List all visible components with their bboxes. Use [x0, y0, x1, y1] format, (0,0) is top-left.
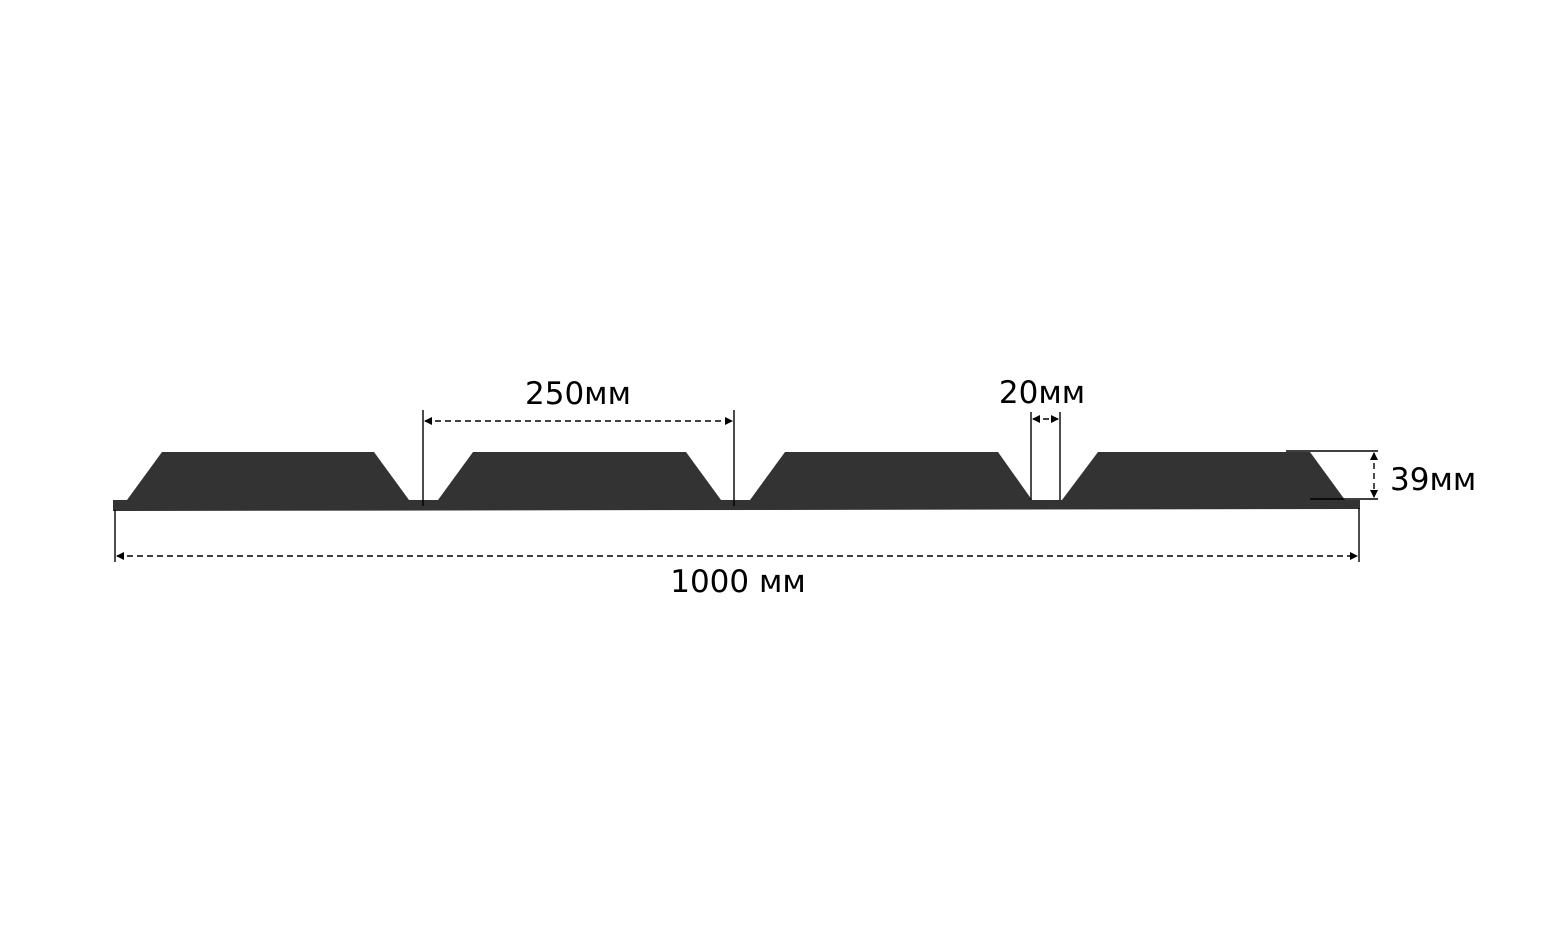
- gap-width-label: 20мм: [999, 375, 1085, 411]
- total-length-label: 1000 мм: [670, 564, 806, 600]
- panel-profile-shape: [113, 452, 1360, 511]
- dimension-gap-width: 20мм: [999, 375, 1085, 500]
- panel-profile: [113, 452, 1360, 511]
- dimension-total-length: 1000 мм: [114, 508, 1360, 600]
- dimension-height: 39мм: [1286, 450, 1476, 500]
- rib-spacing-label: 250мм: [525, 376, 631, 412]
- dimension-rib-spacing: 250мм: [422, 376, 735, 506]
- height-label: 39мм: [1390, 462, 1476, 498]
